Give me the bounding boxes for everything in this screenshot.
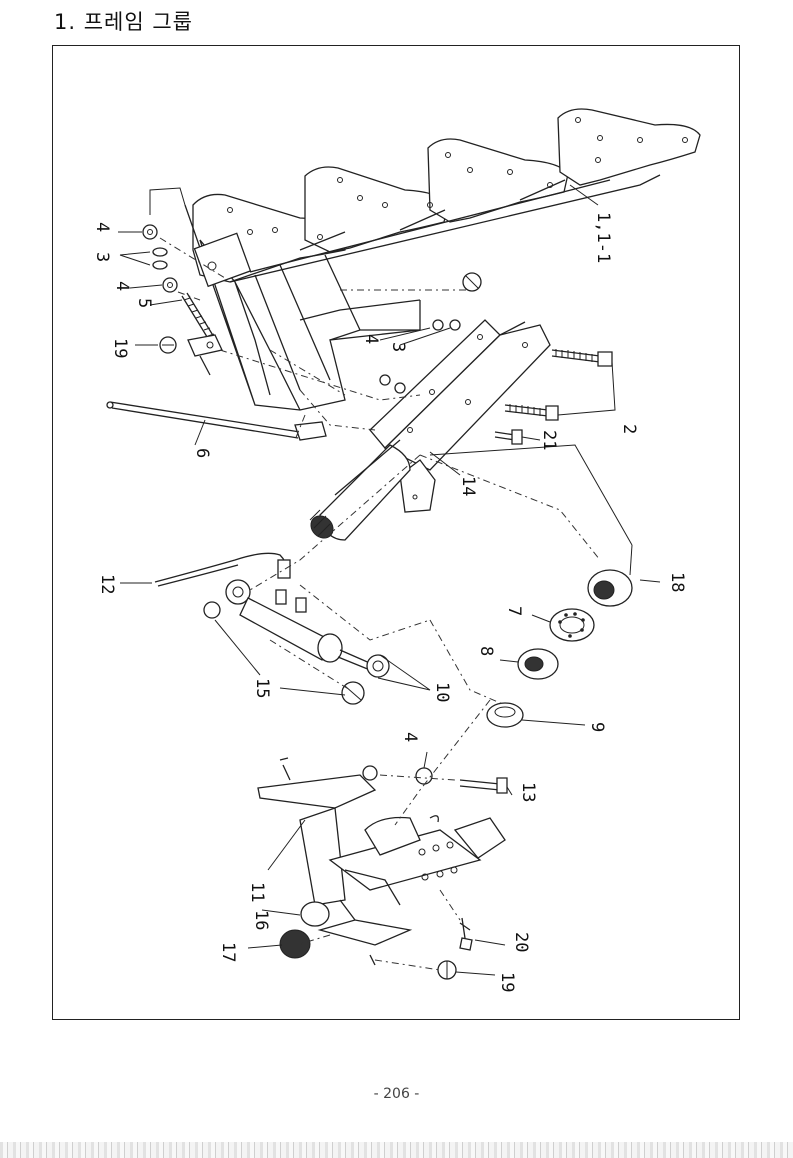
label-4-lower: 4	[400, 732, 420, 742]
label-5: 5	[134, 298, 154, 308]
label-8: 8	[476, 646, 496, 656]
label-11: 11	[247, 882, 267, 902]
cylinder-upper	[309, 439, 411, 541]
label-19-lower: 19	[497, 972, 517, 992]
frame-plates	[192, 108, 701, 283]
label-7: 7	[504, 606, 524, 616]
bearing-stack	[486, 569, 633, 728]
leader-lines	[118, 184, 661, 976]
label-15: 15	[252, 678, 272, 698]
lower-bracket	[257, 757, 508, 980]
label-4-left: 4	[112, 281, 132, 291]
assembly-guides	[159, 237, 601, 971]
label-19-left: 19	[110, 338, 130, 358]
label-9: 9	[587, 722, 607, 732]
label-14: 14	[458, 476, 478, 496]
page-title: 1. 프레임 그룹	[54, 10, 193, 34]
page-number: - 206 -	[373, 1086, 420, 1102]
label-12: 12	[97, 574, 117, 594]
label-6: 6	[192, 448, 212, 458]
main-beam	[369, 272, 613, 513]
label-3-mid: 3	[388, 342, 408, 352]
label-3-left: 3	[92, 252, 112, 262]
label-4-top: 4	[92, 222, 112, 232]
label-10: 10	[432, 682, 452, 702]
label-13: 13	[518, 782, 538, 802]
label-4-mid: 4	[361, 334, 381, 344]
label-2: 2	[619, 424, 639, 434]
part-labels: 1,1-1 2 3 3 4 4 4 4 5 6 7 8 9 10 11 12 1…	[92, 212, 687, 992]
label-17: 17	[218, 942, 238, 962]
label-16: 16	[251, 910, 271, 930]
label-1-1-1: 1,1-1	[593, 212, 613, 263]
diagram-frame	[52, 45, 740, 1020]
frame-body	[184, 204, 421, 411]
rod-assembly	[106, 401, 327, 441]
sensor-wire	[154, 552, 291, 587]
left-hardware	[142, 187, 223, 376]
cylinder-lower	[203, 579, 390, 705]
label-21: 21	[539, 430, 559, 450]
scan-artifact-strip	[0, 1142, 793, 1158]
label-18: 18	[667, 572, 687, 592]
label-20: 20	[511, 932, 531, 952]
